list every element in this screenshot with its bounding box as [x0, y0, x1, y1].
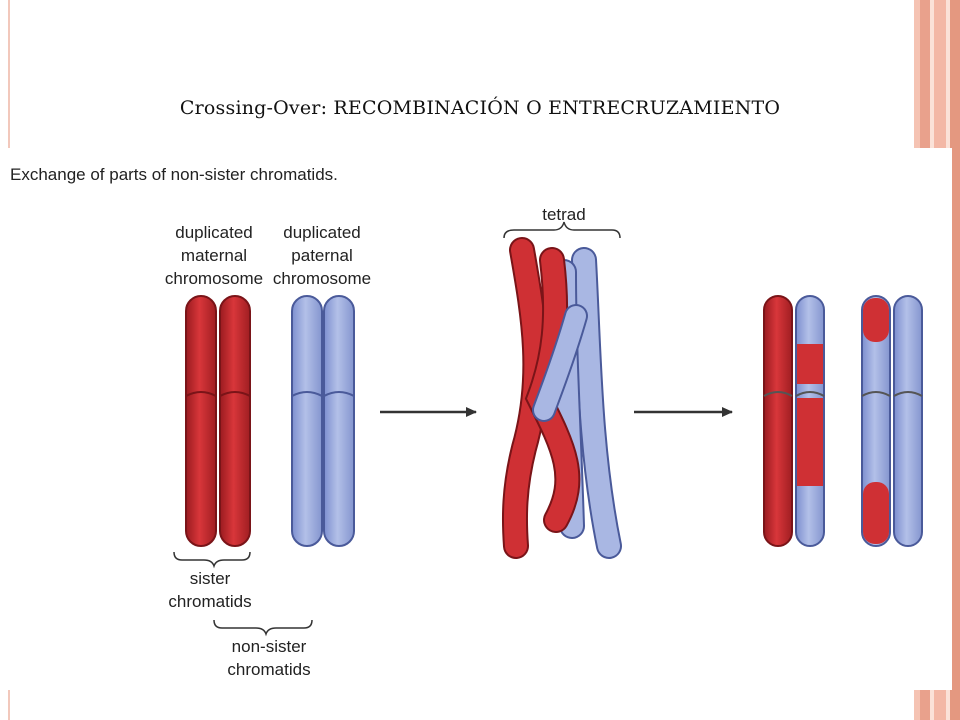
paternal-label: duplicated paternal chromosome	[273, 223, 371, 288]
svg-text:duplicated: duplicated	[283, 223, 361, 242]
svg-text:paternal: paternal	[291, 246, 352, 265]
svg-text:chromatids: chromatids	[227, 660, 310, 679]
svg-text:tetrad: tetrad	[542, 205, 585, 224]
crossover-figure: Exchange of parts of non-sister chromati…	[4, 148, 952, 690]
svg-text:duplicated: duplicated	[175, 223, 253, 242]
slide-title: Crossing-Over: RECOMBINACIÓN O ENTRECRUZ…	[179, 97, 781, 119]
recombinant-chromosome-2	[861, 295, 923, 547]
svg-text:sister: sister	[190, 569, 231, 588]
recombinant-chromosome-1	[763, 295, 825, 547]
maternal-chromosome	[185, 295, 251, 547]
figure-caption: Exchange of parts of non-sister chromati…	[10, 165, 338, 184]
maternal-label: duplicated maternal chromosome	[165, 223, 263, 288]
tetrad	[501, 237, 622, 559]
sister-chromatids-bracket: sister chromatids	[168, 551, 252, 611]
non-sister-chromatids-bracket: non-sister chromatids	[213, 619, 313, 679]
svg-text:chromosome: chromosome	[273, 269, 371, 288]
svg-text:maternal: maternal	[181, 246, 247, 265]
paternal-chromosome	[291, 295, 355, 547]
tetrad-label: tetrad	[503, 205, 621, 239]
svg-text:chromatids: chromatids	[168, 592, 251, 611]
svg-text:non-sister: non-sister	[232, 637, 307, 656]
crossover-diagram: Exchange of parts of non-sister chromati…	[10, 165, 923, 679]
svg-text:chromosome: chromosome	[165, 269, 263, 288]
